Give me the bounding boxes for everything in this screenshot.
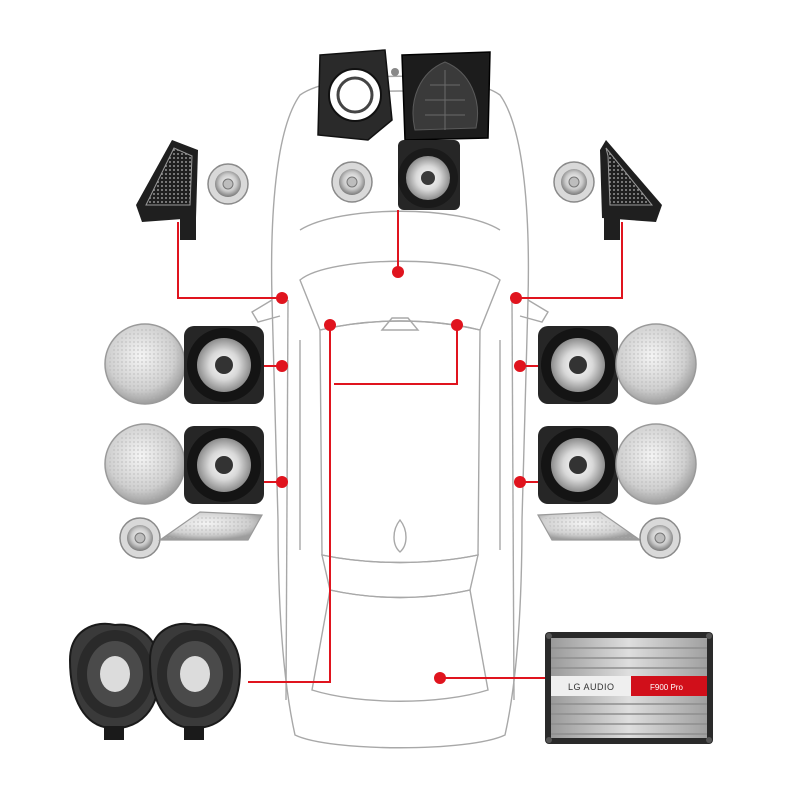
tweeter-pod-icon <box>600 140 662 240</box>
car-rear-emblem <box>393 518 407 553</box>
amplifier-brand-label: LG AUDIO <box>568 682 615 692</box>
midrange-speaker-icon <box>538 326 618 404</box>
node-rear-right-door <box>514 476 526 488</box>
tweeter-icon <box>553 161 595 203</box>
amplifier-icon <box>545 632 713 744</box>
wire-subwoofer-right <box>334 325 458 385</box>
tweeter-icon <box>639 517 681 559</box>
node-front-left-door <box>276 360 288 372</box>
midrange-speaker-icon <box>184 326 264 404</box>
center-grille-icon <box>391 51 491 141</box>
car-right-mirror <box>519 299 549 323</box>
speaker-grille-icon <box>104 323 186 405</box>
amplifier-model-label: F900 Pro <box>650 683 683 692</box>
subwoofer-icon <box>148 622 242 740</box>
wire-front-right-tweeter <box>516 222 623 299</box>
car-left-side <box>285 299 289 701</box>
tweeter-icon <box>119 517 161 559</box>
wire-front-left-tweeter <box>177 222 282 299</box>
node-front-right-tweeter <box>510 292 522 304</box>
car-hood-line <box>299 210 501 231</box>
node-center-speaker <box>392 266 404 278</box>
tweeter-pod-icon <box>136 140 198 240</box>
midrange-speaker-icon <box>398 140 460 210</box>
midrange-speaker-icon <box>184 426 264 504</box>
speaker-grille-icon <box>615 423 697 505</box>
tweeter-icon <box>331 161 373 203</box>
subwoofer-icon <box>68 622 162 740</box>
node-subwoofer-left <box>324 319 336 331</box>
speaker-grille-icon <box>104 423 186 505</box>
wire-nodes <box>276 266 526 684</box>
car-body <box>270 75 530 749</box>
car-rear-window <box>321 554 479 599</box>
node-front-right-door <box>514 360 526 372</box>
speaker-grille-icon <box>615 323 697 405</box>
node-rear-left-door <box>276 476 288 488</box>
wire-subwoofer-left <box>248 325 331 683</box>
car-rearview-mirror <box>380 317 420 331</box>
speaker-grille-icon <box>537 511 642 541</box>
car-right-side <box>511 299 515 701</box>
node-amplifier <box>434 672 446 684</box>
midrange-speaker-icon <box>538 426 618 504</box>
node-front-left-tweeter <box>276 292 288 304</box>
center-speaker-bracket-icon <box>317 49 393 141</box>
tweeter-icon <box>207 163 249 205</box>
node-subwoofer-right <box>451 319 463 331</box>
speaker-grille-icon <box>158 511 263 541</box>
car-trunk <box>311 589 489 702</box>
car-left-mirror <box>251 299 281 323</box>
